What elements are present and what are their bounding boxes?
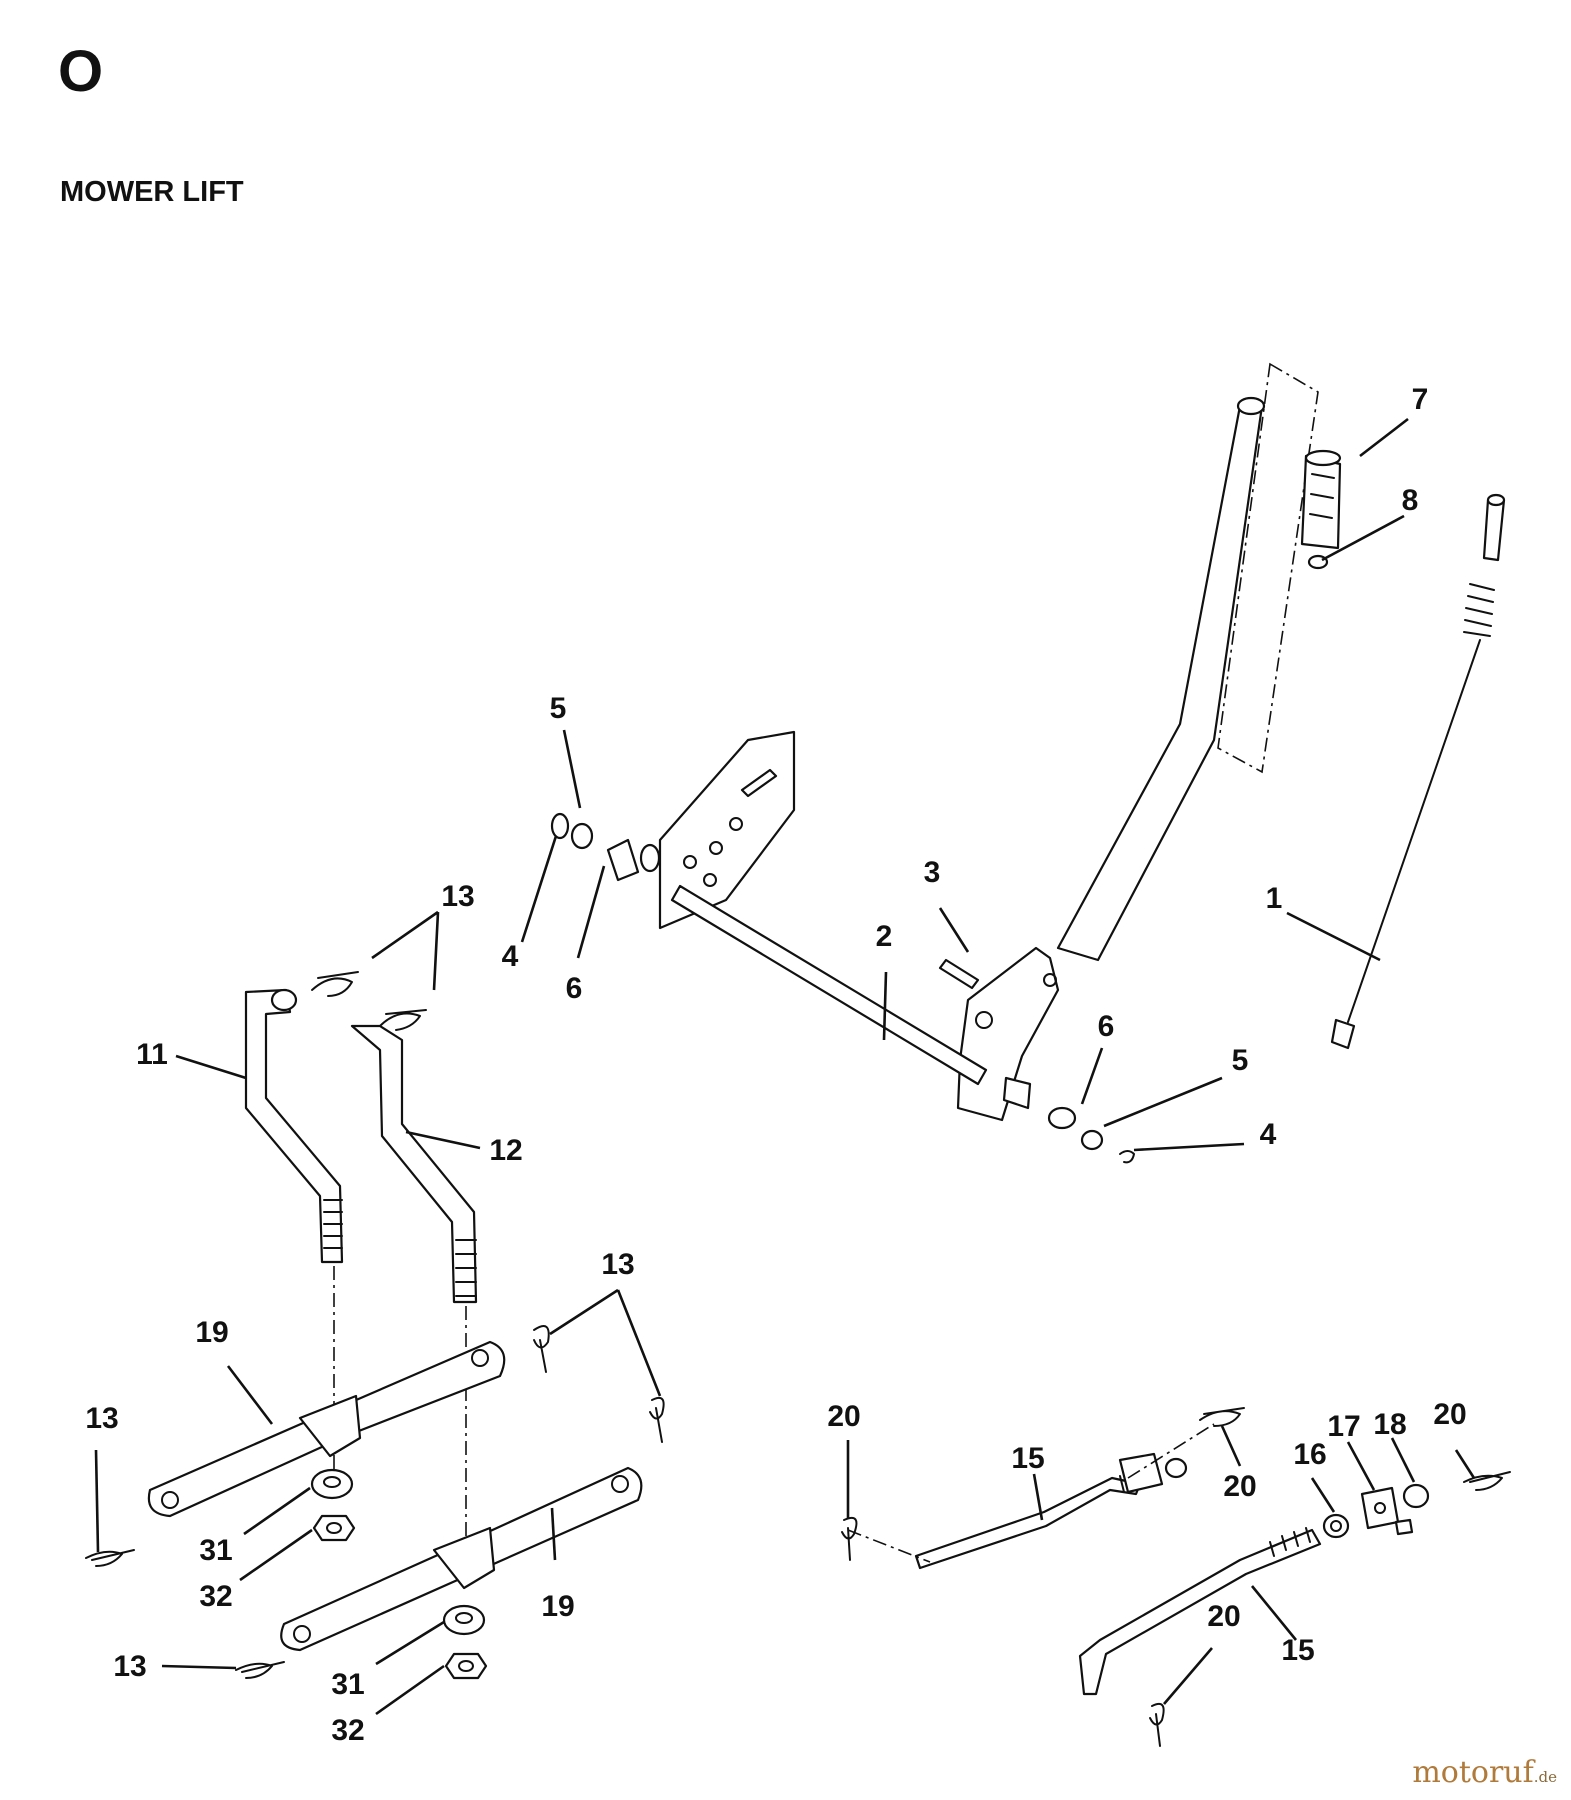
adjust-rod-upper: [914, 1452, 1188, 1570]
callout-6: 6: [566, 972, 583, 1005]
callout-5: 5: [550, 692, 567, 725]
grip-position-outline: [1217, 362, 1319, 774]
rod-alignment-line-upper: [847, 1529, 931, 1563]
hairpin-clip-group: [85, 971, 665, 1679]
right-end-hardware: [1002, 1076, 1135, 1164]
callout-15: 15: [1011, 1442, 1044, 1475]
adjust-rod-lower: [1078, 1527, 1322, 1696]
callout-6: 6: [1098, 1010, 1115, 1043]
callout-12: 12: [489, 1134, 522, 1167]
mounting-plate: [658, 730, 796, 930]
trunnion-nut: [1402, 1483, 1430, 1509]
callout-labels: 7 8 1 5 4 6 3 2 6 5 4 13 11 12 13 19 13 …: [85, 383, 1466, 1747]
callout-19: 19: [541, 1590, 574, 1623]
lift-shaft: [670, 884, 988, 1086]
handle-grip: [1300, 449, 1342, 550]
callout-4: 4: [502, 940, 519, 973]
callout-8: 8: [1402, 484, 1419, 517]
rod-alignment-line-lower: [1127, 1423, 1215, 1479]
callout-32: 32: [199, 1580, 232, 1613]
callout-2: 2: [876, 920, 893, 953]
watermark-brand: motoruf: [1412, 1755, 1534, 1790]
bushing-lower: [442, 1604, 486, 1636]
callout-20: 20: [1207, 1600, 1240, 1633]
lift-arm-upper: [147, 1340, 506, 1518]
callout-15: 15: [1281, 1634, 1314, 1667]
callout-13: 13: [601, 1248, 634, 1281]
trunnion-block: [1360, 1486, 1414, 1536]
callout-19: 19: [195, 1316, 228, 1349]
callout-16: 16: [1293, 1438, 1326, 1471]
nut-lower: [444, 1652, 488, 1680]
callout-13: 13: [85, 1402, 118, 1435]
callout-7: 7: [1412, 383, 1429, 416]
jam-nut: [1322, 1513, 1350, 1539]
callout-4: 4: [1260, 1118, 1277, 1151]
section-letter: O: [58, 39, 104, 104]
callout-11: 11: [136, 1038, 168, 1071]
callout-1: 1: [1266, 882, 1283, 915]
callout-31: 31: [199, 1534, 232, 1567]
callout-20: 20: [1223, 1470, 1256, 1503]
watermark-logo: motoruf.de: [1412, 1755, 1557, 1790]
roll-pin: [938, 958, 980, 990]
callout-32: 32: [331, 1714, 364, 1747]
callout-3: 3: [924, 856, 941, 889]
lift-link-left: [244, 988, 344, 1264]
left-end-hardware: [550, 812, 661, 882]
bushing-upper: [310, 1468, 354, 1500]
watermark-suffix: .de: [1533, 1768, 1557, 1786]
callout-13: 13: [113, 1650, 146, 1683]
nut-upper: [312, 1514, 356, 1542]
callout-20: 20: [827, 1400, 860, 1433]
callout-20: 20: [1433, 1398, 1466, 1431]
callout-5: 5: [1232, 1044, 1249, 1077]
hairpin-clips-rods: [841, 1407, 1511, 1747]
lift-link-right: [350, 1024, 478, 1304]
callout-31: 31: [331, 1668, 364, 1701]
callout-13: 13: [441, 880, 474, 913]
lift-cable: [1330, 493, 1506, 1050]
page-title: MOWER LIFT: [60, 176, 244, 208]
leader-lines: [94, 417, 1476, 1716]
callout-18: 18: [1373, 1408, 1406, 1441]
callout-17: 17: [1327, 1410, 1360, 1443]
